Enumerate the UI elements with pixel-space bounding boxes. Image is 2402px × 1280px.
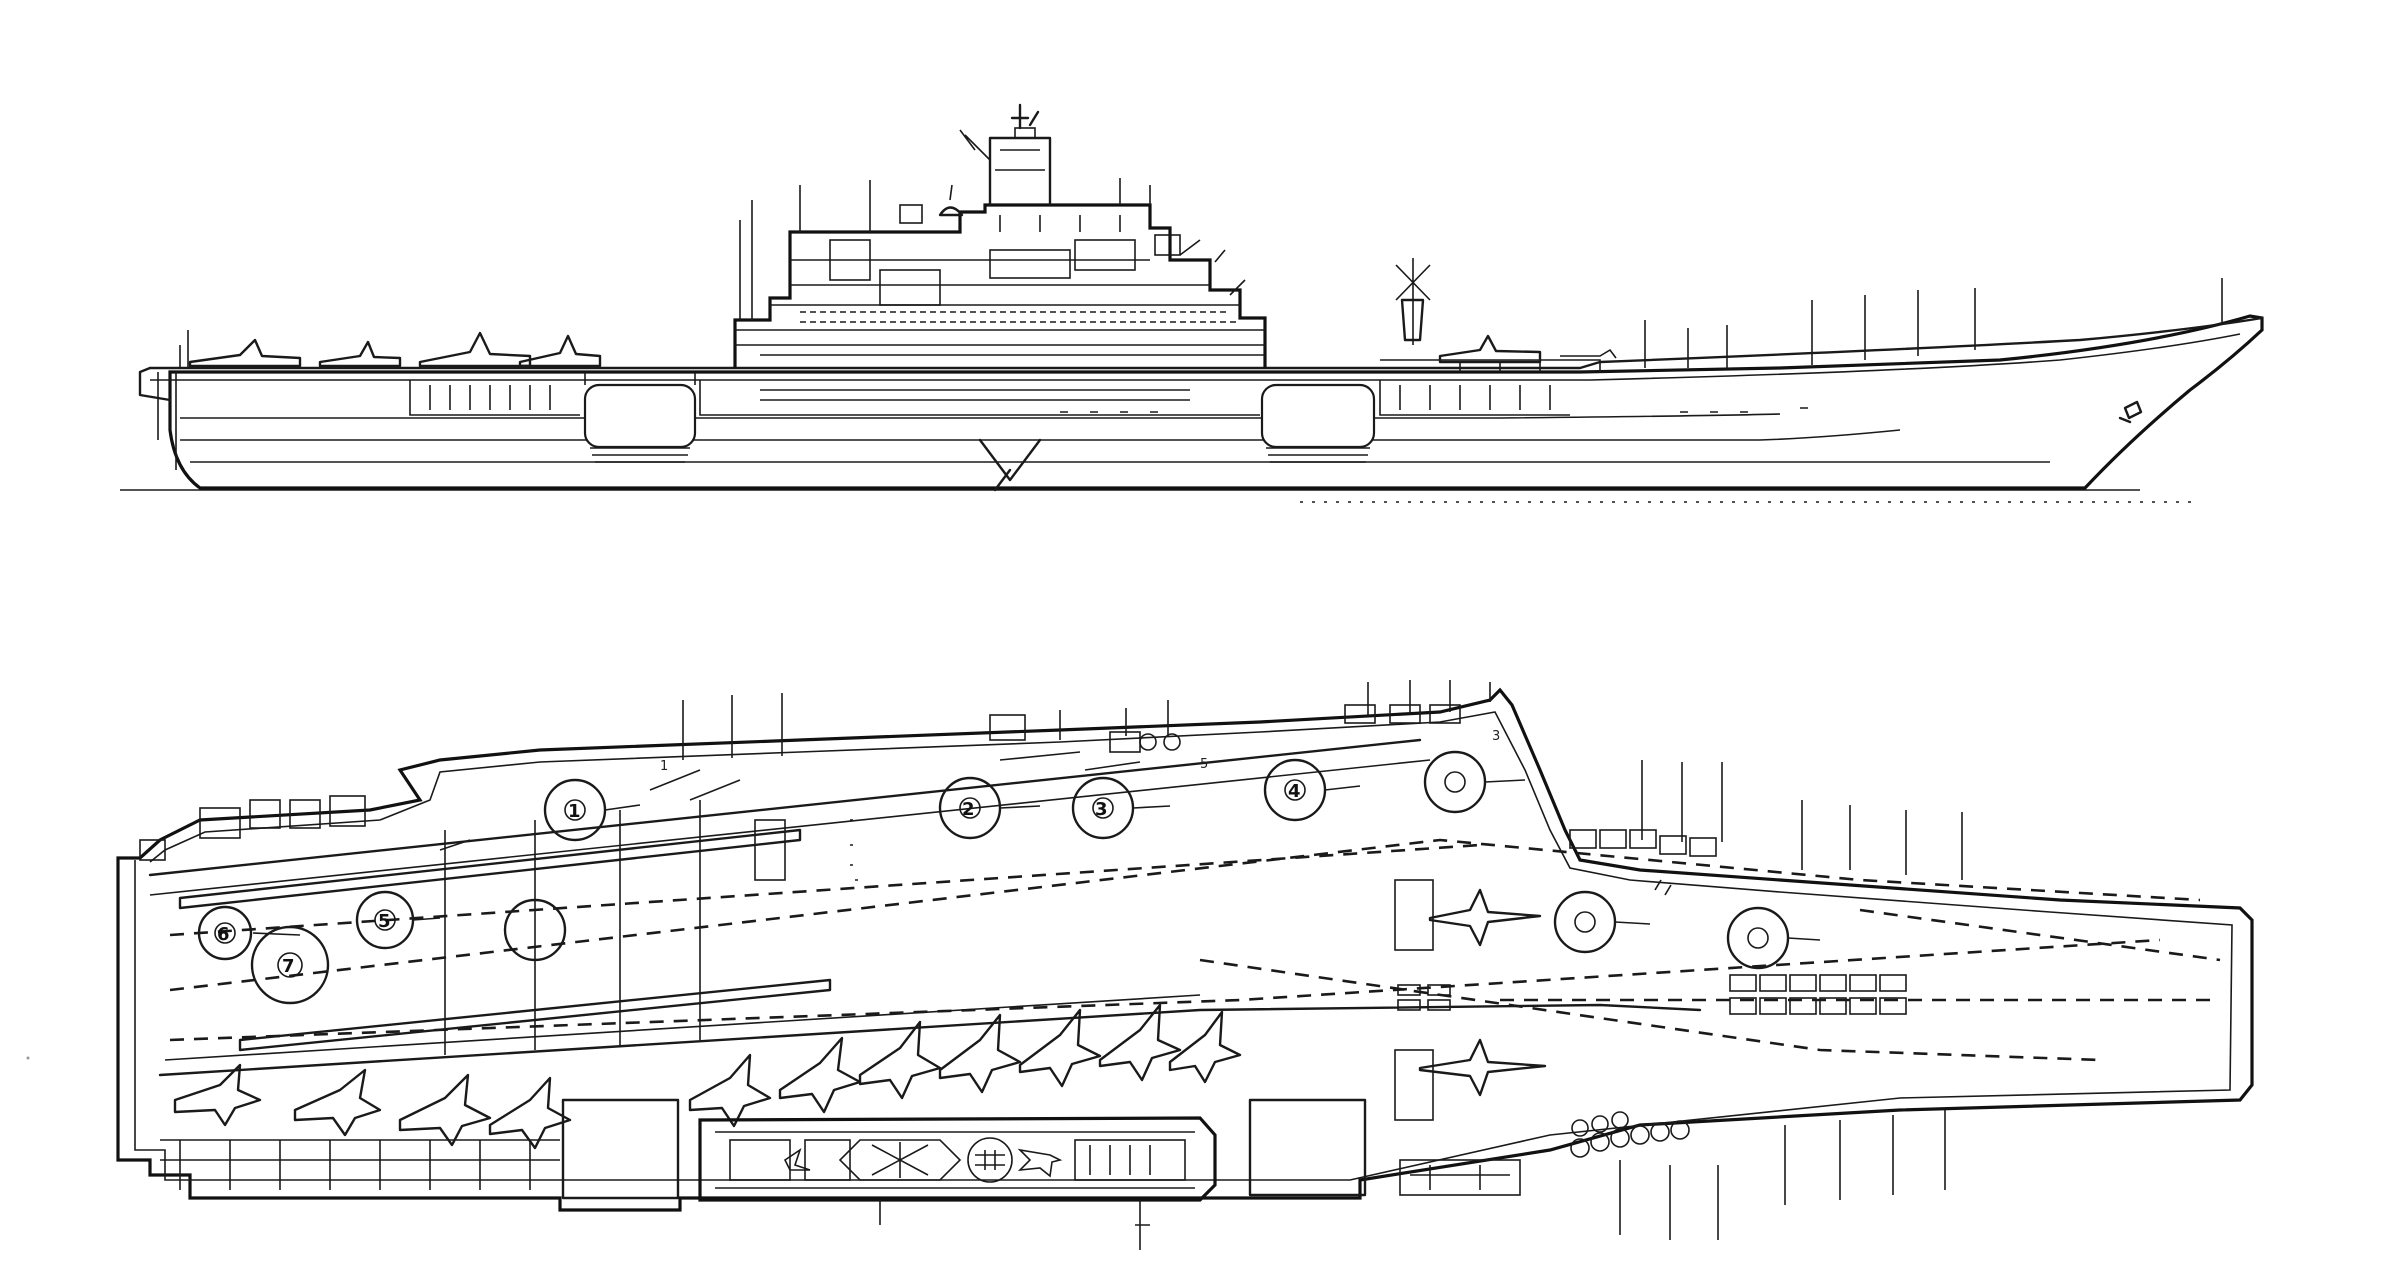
flight-deck-outline [116, 687, 2254, 1212]
svg-text:5: 5 [378, 911, 391, 932]
runway-centerline-middle [169, 843, 1481, 937]
hull-outline [168, 314, 2264, 490]
landing-spot: 6 [197, 905, 253, 961]
plan-elevator-aft [561, 1098, 680, 1200]
forward-lattice-mast [1395, 258, 1431, 345]
hull-fin [978, 438, 1042, 492]
stray-mark [26, 1056, 30, 1060]
angled-deck-edge-lower [158, 1003, 1702, 1077]
port-sponsons [989, 704, 1717, 857]
svg-text:2: 2 [962, 799, 975, 820]
landing-spot [1553, 890, 1617, 954]
deck-aircraft-aft [179, 330, 1617, 368]
angled-deck-edge-upper [148, 738, 1422, 877]
landing-spot: 3 [1071, 776, 1135, 840]
port-side-antennas [682, 680, 1963, 880]
landing-spot: 7 [250, 925, 330, 1005]
flight-deck-edge [148, 316, 2264, 370]
side-elevator-aft [583, 372, 697, 463]
deck-mark: 5 [1200, 757, 1208, 772]
svg-text:7: 7 [282, 956, 295, 977]
runway-centerline-lower [169, 938, 2161, 1042]
bow-anchor [2118, 400, 2143, 424]
hull-portholes [1060, 407, 1808, 413]
plan-view: 6 7 5 1 2 3 [116, 680, 2254, 1250]
side-elevator-fwd [1260, 383, 1376, 463]
svg-text:6: 6 [217, 924, 230, 945]
parked-aircraft-row [173, 1003, 1242, 1150]
deck-rail-strips [178, 828, 832, 1052]
island-superstructure [733, 103, 1267, 368]
deck-mast-masts-fwd [1644, 278, 2223, 368]
svg-text:3: 3 [1095, 799, 1108, 820]
plan-elevator-fwd [1248, 1098, 1367, 1197]
svg-text:1: 1 [568, 801, 581, 822]
side-elevation-view [120, 103, 2264, 503]
landing-spot: 4 [1263, 758, 1327, 822]
landing-spot [1726, 906, 1790, 970]
landing-spot [1423, 750, 1487, 814]
runway-centerline-upper [169, 838, 2201, 992]
starboard-sponsons [1399, 1111, 1690, 1196]
svg-text:4: 4 [1288, 781, 1301, 802]
plan-aircraft-forward [1418, 888, 1547, 1097]
landing-spot [503, 898, 567, 962]
deck-grating-blocks [1397, 974, 1907, 1015]
stern-structures [139, 795, 560, 1190]
deck-mark: 3 [1492, 729, 1500, 744]
landing-spot: 5 [355, 890, 415, 950]
plan-island [698, 1116, 1217, 1202]
deck-mark: 1 [660, 759, 668, 774]
starboard-side-antennas [879, 1110, 1946, 1250]
